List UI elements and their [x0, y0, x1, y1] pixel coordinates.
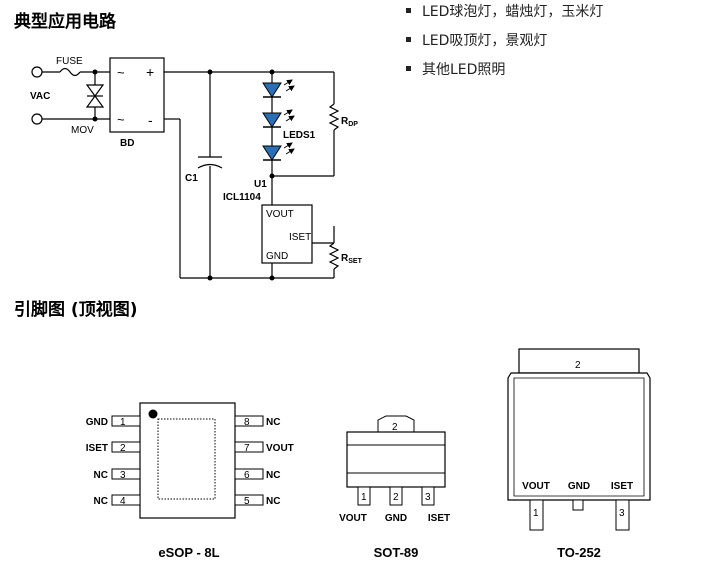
esop-pin-num: 1 — [120, 417, 126, 428]
c1-label: C1 — [185, 173, 198, 184]
esop-pin-name: GND — [86, 417, 108, 428]
ac-terminal-top — [31, 66, 43, 78]
esop-pin-num: 8 — [244, 417, 250, 428]
applications-list: LED球泡灯，蜡烛灯，玉米灯 LED吸顶灯，景观灯 其他LED照明 — [406, 2, 603, 89]
junction-dots — [92, 69, 275, 281]
esop-pin-num: 7 — [244, 443, 250, 454]
esop-pin-num: 6 — [244, 470, 250, 481]
fuse-symbol — [59, 67, 81, 77]
bullet-icon — [406, 7, 411, 13]
bullet-icon — [406, 36, 411, 42]
sot89-pin-num: 1 — [361, 492, 367, 503]
esop-pin-num: 5 — [244, 496, 250, 507]
ic-block — [261, 204, 313, 264]
bridge-ac2-label: ~ — [117, 112, 125, 127]
vac-label: VAC — [30, 91, 50, 102]
bridge-minus-label: - — [148, 112, 153, 128]
ic-part-label: ICL1104 — [223, 192, 261, 203]
esop-pin-num: 2 — [120, 443, 126, 454]
esop-pin-name: NC — [266, 470, 280, 481]
sot89-pin-name: ISET — [428, 513, 450, 524]
leds-label: LEDS1 — [283, 130, 316, 141]
esop-pin-name: VOUT — [266, 443, 294, 454]
pinout-heading: 引脚图 (顶视图) — [14, 300, 138, 320]
ic-vout-label: VOUT — [266, 209, 294, 220]
sot89-pin-name: VOUT — [339, 513, 367, 524]
u1-label: U1 — [254, 179, 267, 190]
to252-pin-name: VOUT — [522, 481, 550, 492]
esop-caption: eSOP - 8L — [158, 545, 219, 560]
ic-iset-label: ISET — [289, 232, 311, 243]
rset-resistor — [328, 242, 340, 270]
to252-caption: TO-252 — [557, 545, 601, 560]
to252-tab — [518, 348, 640, 374]
to252-tab-num: 2 — [575, 360, 581, 371]
to252-pin-num: 1 — [533, 508, 539, 519]
esop-pin-num: 3 — [120, 470, 126, 481]
esop-pin-name: NC — [94, 470, 108, 481]
ic-gnd-label: GND — [266, 251, 288, 262]
typical-circuit-heading: 典型应用电路 — [14, 12, 116, 32]
bridge-plus-label: + — [146, 64, 154, 80]
application-item: LED吸顶灯，景观灯 — [406, 31, 603, 51]
bullet-icon — [406, 65, 411, 71]
esop-body — [139, 402, 236, 519]
mov-label: MOV — [71, 125, 94, 136]
esop-pin-name: NC — [266, 417, 280, 428]
sot89-caption: SOT-89 — [374, 545, 419, 560]
to252-body — [507, 372, 651, 501]
esop-pin-name: NC — [266, 496, 280, 507]
c1-curved-plate — [197, 163, 223, 169]
esop-exposed-pad — [157, 418, 216, 500]
to252-pin-num: 3 — [619, 508, 625, 519]
sot89-package: 2 1 2 3 VOUT GND ISET SOT-89 — [339, 415, 450, 560]
sot89-pin-name: GND — [385, 513, 407, 524]
esop-pin-name: NC — [94, 496, 108, 507]
sot89-body — [346, 431, 446, 488]
sot89-pin-num: 3 — [425, 492, 431, 503]
sot89-tab-num: 2 — [392, 422, 398, 433]
ac-terminal-bottom — [31, 113, 43, 125]
application-circuit — [31, 57, 340, 279]
application-item: LED球泡灯，蜡烛灯，玉米灯 — [406, 2, 603, 22]
rdp-resistor — [328, 103, 340, 131]
to252-pin-name: ISET — [611, 481, 633, 492]
bridge-rectifier — [109, 57, 165, 133]
led-icon — [262, 79, 295, 98]
led-icon — [262, 142, 295, 161]
to252-pin-name: GND — [568, 481, 590, 492]
application-item: 其他LED照明 — [406, 60, 603, 80]
rset-label: RSET — [341, 253, 363, 265]
led-diodes — [262, 79, 295, 161]
pin1-marker-icon — [148, 409, 158, 419]
esop-package: 1 2 3 4 GND ISET NC NC 8 7 6 5 NC VOUT N… — [86, 402, 294, 560]
esop-pin-name: ISET — [86, 443, 108, 454]
led-icon — [262, 109, 295, 128]
esop-pin-num: 4 — [120, 496, 126, 507]
fuse-label: FUSE — [56, 56, 83, 67]
to252-package: 2 VOUT GND ISET 1 3 TO-252 — [507, 348, 651, 560]
mov-symbol — [85, 84, 105, 98]
bd-label: BD — [120, 138, 134, 149]
bridge-ac1-label: ~ — [117, 65, 125, 80]
rdp-label: RDP — [341, 116, 358, 128]
sot89-pin-num: 2 — [393, 492, 399, 503]
